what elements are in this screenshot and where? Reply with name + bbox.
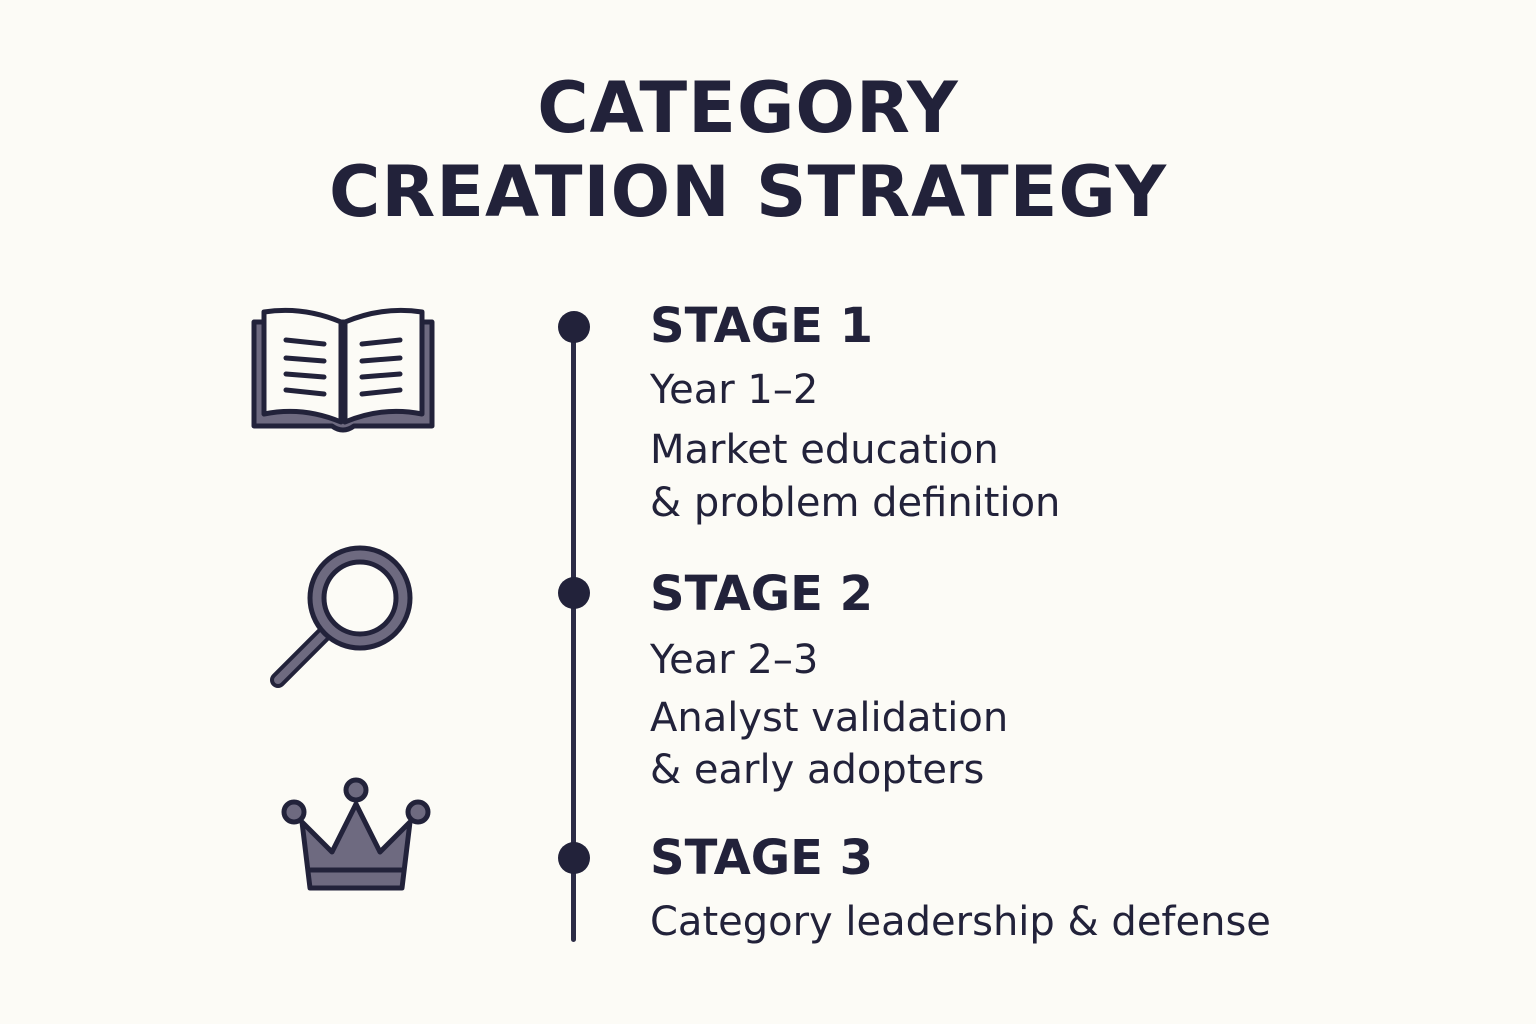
- magnifying-glass-icon: [270, 545, 413, 688]
- title-line-2: CREATION STRATEGY: [328, 151, 1168, 233]
- stage-1-description-line-1: Market education: [650, 427, 999, 473]
- timeline-dot-stage-1: [558, 311, 590, 343]
- title-line-1: CATEGORY: [537, 67, 959, 149]
- timeline-dot-stage-2: [558, 577, 590, 609]
- stage-2-years: Year 2–3: [650, 637, 819, 683]
- page-title: CATEGORY CREATION STRATEGY: [0, 66, 1496, 234]
- stage-2-description-line-1: Analyst validation: [650, 695, 1009, 741]
- stage-3-heading: STAGE 3: [650, 830, 874, 886]
- timeline-line: [571, 326, 576, 942]
- open-book-icon: [251, 307, 435, 433]
- timeline-dot-stage-3: [558, 842, 590, 874]
- stage-2-description-line-2: & early adopters: [650, 747, 985, 793]
- stage-3-description: Category leadership & defense: [650, 899, 1271, 945]
- stage-2-heading: STAGE 2: [650, 566, 874, 622]
- stage-1-heading: STAGE 1: [650, 298, 874, 354]
- crown-icon: [281, 777, 431, 891]
- stage-1-years: Year 1–2: [650, 367, 819, 413]
- stage-1-description-line-2: & problem definition: [650, 480, 1061, 526]
